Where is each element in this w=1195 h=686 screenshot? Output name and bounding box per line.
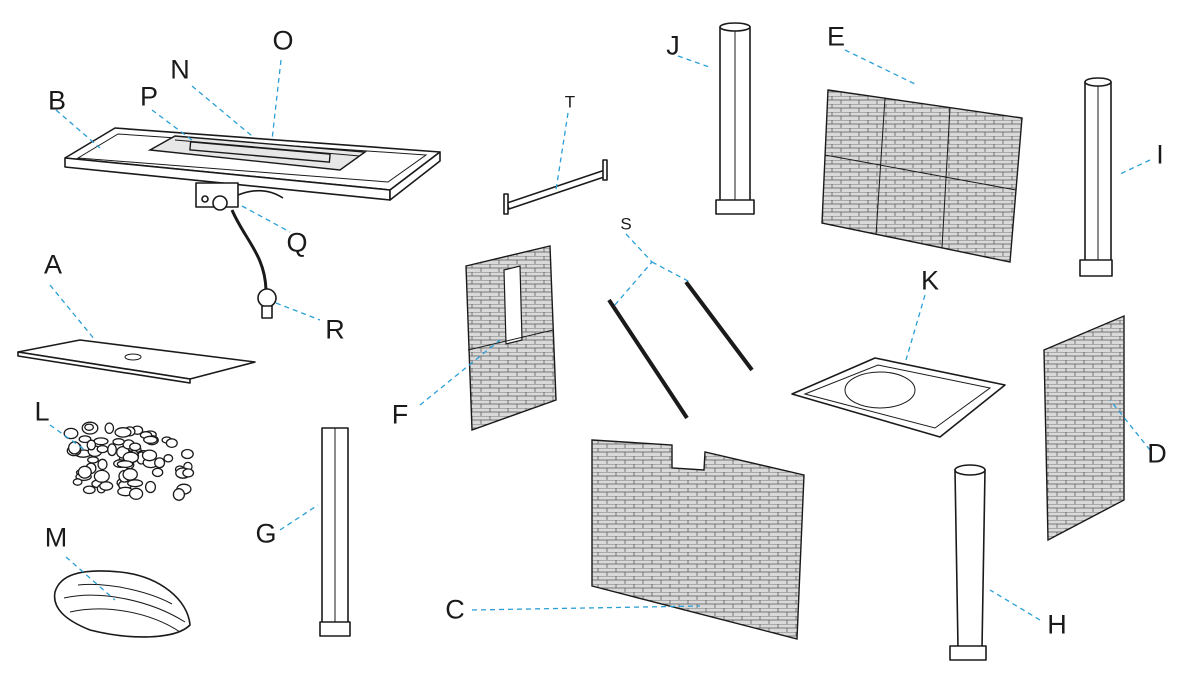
leader-d [1109,399,1151,451]
lava-rock [86,439,97,451]
lava-rock [116,460,134,469]
label-r: R [325,314,345,345]
lava-rock [163,454,174,463]
lava-rock [182,468,195,478]
lava-rock [82,485,96,495]
leader-a [49,284,96,341]
part-r-fitting [257,288,277,319]
leader-o [271,59,282,141]
lava-rock [63,427,79,440]
part-q-control-valve [195,182,284,211]
part-e-panel [821,89,1023,263]
label-k: K [920,265,940,296]
leader-r [275,302,321,321]
lava-rock [84,423,95,431]
part-t-bar [503,159,608,215]
part-f-panel [465,245,557,431]
part-d-panel [1043,314,1125,542]
lava-rock [129,442,142,452]
label-h: H [1047,609,1067,640]
label-a: A [43,249,63,280]
label-d: D [1147,438,1167,469]
leader-t [555,112,569,191]
lava-rock [112,438,125,446]
lava-rock [122,468,138,481]
part-c-panel [591,439,805,640]
leader-s2 [651,261,691,283]
label-b: B [47,85,67,116]
label-j: J [666,30,680,61]
part-b-table-top [64,127,441,201]
lava-rock [128,487,144,500]
label-q: Q [286,227,308,258]
part-n-burner [189,141,331,163]
lava-rock [104,422,115,435]
leader-g [279,504,319,531]
part-g-leg [319,427,351,637]
lava-rock [144,480,157,494]
lava-rock [93,469,110,483]
leader-b [55,109,101,149]
lava-rock [96,444,109,454]
label-f: F [391,399,409,430]
lava-rock [180,448,194,460]
part-q-hose [230,209,268,291]
label-o: O [272,25,294,56]
lava-rock [127,479,144,488]
part-i-leg [1079,77,1113,277]
part-j-leg [715,22,755,215]
part-k-frame [791,357,1006,438]
lava-rock [78,435,92,444]
label-m: M [44,522,68,553]
part-l-lava-rocks [63,421,195,501]
leader-j [677,55,713,69]
label-t: T [564,92,576,112]
leader-e [844,49,916,85]
lava-rock [77,465,92,479]
lava-rock [141,449,158,462]
label-e: E [826,21,846,52]
leader-f [419,339,501,406]
lava-rock [97,458,108,471]
part-m-cover [53,570,191,638]
label-p: P [139,81,159,112]
leader-m [65,556,116,601]
label-s: S [620,214,632,234]
label-g: G [255,518,277,549]
leader-l [49,424,86,451]
lava-rock [107,443,117,457]
part-h-leg [949,464,987,661]
lava-rock [143,435,158,444]
lava-rock [99,481,114,491]
label-c: C [445,594,465,625]
lava-rock [151,467,164,478]
part-o-glass-guard [174,139,361,157]
leader-s1 [613,233,653,307]
leader-lines [49,49,1151,621]
label-n: N [170,54,190,85]
label-l: L [34,396,50,427]
leader-n [191,85,253,137]
leader-h [989,589,1041,621]
lava-rock [72,478,83,486]
leader-k [905,294,926,361]
leader-q [241,205,291,233]
lava-rock [172,488,186,501]
lava-rock [165,438,178,449]
lava-rock [67,441,82,455]
lava-rock [87,456,99,464]
leader-i [1117,159,1151,176]
part-s-rods [607,280,754,420]
lava-rock [93,437,109,446]
part-a-plate [17,339,256,384]
lava-rock [154,457,166,469]
label-i: I [1156,139,1164,170]
lava-rock [114,427,132,438]
leader-c [471,605,701,611]
